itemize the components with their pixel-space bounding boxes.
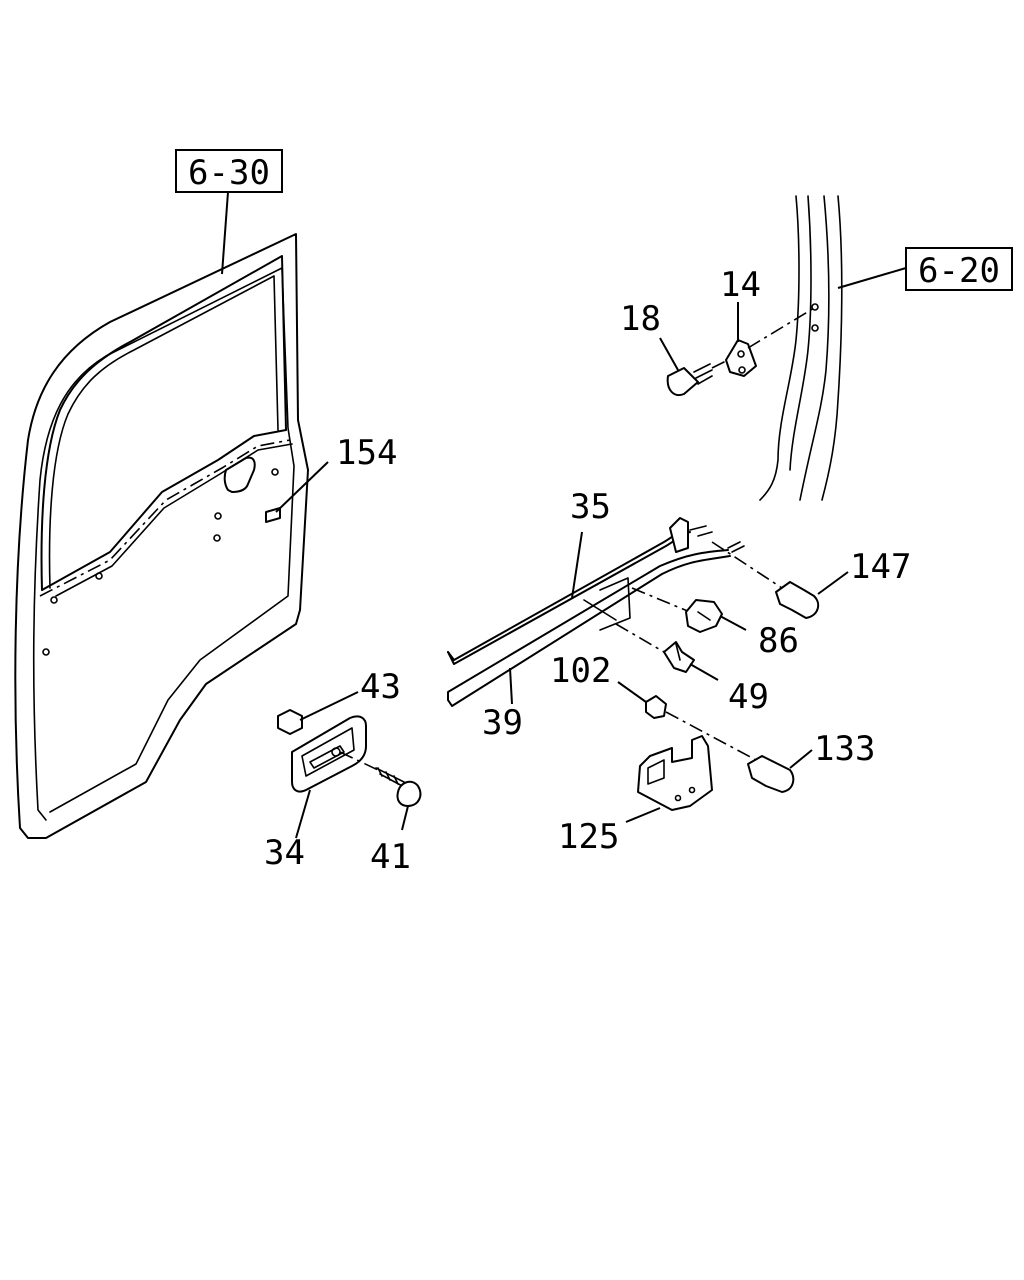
door-panel	[14, 191, 329, 839]
callout-39: 39	[482, 703, 523, 743]
bolt-147	[711, 541, 849, 619]
ref-box-6-20[interactable]: 6-20	[905, 247, 1013, 291]
callout-102: 102	[550, 651, 611, 691]
callout-43: 43	[360, 667, 401, 707]
callout-18: 18	[620, 299, 661, 339]
ref-label-6-20: 6-20	[918, 251, 1000, 291]
clip-86	[631, 587, 747, 633]
striker-assembly	[659, 302, 815, 396]
callout-154: 154	[336, 433, 397, 473]
bracket-assembly	[617, 681, 813, 823]
clip-49	[615, 623, 719, 681]
callout-125: 125	[558, 817, 619, 857]
ref-box-6-30[interactable]: 6-30	[175, 149, 283, 193]
callout-14: 14	[720, 265, 761, 305]
ref-label-6-30: 6-30	[188, 153, 270, 193]
callout-86: 86	[758, 621, 799, 661]
callout-49: 49	[728, 677, 769, 717]
callout-35: 35	[570, 487, 611, 527]
callout-133: 133	[814, 729, 875, 769]
inside-handle-assembly	[277, 691, 422, 839]
pillar	[759, 195, 907, 501]
callout-34: 34	[264, 833, 305, 873]
callout-41: 41	[370, 837, 411, 877]
lock-rods	[447, 517, 745, 707]
callout-147: 147	[850, 547, 911, 587]
